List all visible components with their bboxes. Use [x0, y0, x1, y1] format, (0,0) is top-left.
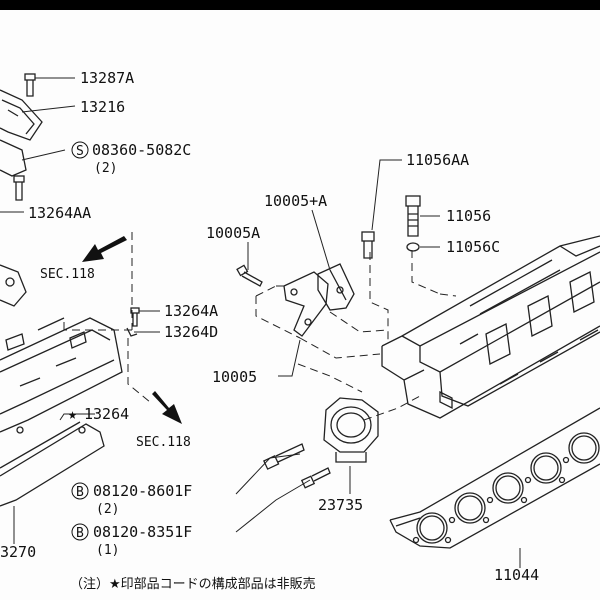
bolt-B-symbol-2	[71, 523, 89, 541]
label-sec118-lower: SEC.118	[136, 435, 191, 450]
bolt-11056AA-drawing	[361, 231, 375, 259]
cylinder-head-drawing	[381, 235, 600, 419]
footnote: （注）★印部品コードの構成部品は非販売	[70, 576, 316, 592]
head-gasket-11044-drawing	[389, 407, 600, 549]
label-13216: 13216	[80, 98, 125, 116]
label-13264AA: 13264AA	[28, 204, 91, 222]
screw-S-letter: S	[76, 144, 84, 159]
cover-gasket-drawing	[0, 421, 105, 507]
label-08360-5082C: 08360-5082C	[92, 141, 191, 159]
star-symbol: ★	[68, 405, 77, 423]
bolt-B-letter-2: B	[76, 526, 84, 541]
label-11056C: 11056C	[446, 238, 500, 256]
label-08120-8601F: 08120-8601F	[93, 482, 192, 500]
label-23735: 23735	[318, 496, 363, 514]
leader-lines-right	[247, 159, 521, 568]
bolt-08120-8601F-drawing	[263, 443, 305, 470]
bracket-13216-drawing	[0, 89, 43, 177]
screw-S-symbol	[71, 141, 89, 159]
rocker-cover-drawing	[0, 317, 123, 433]
label-10005-plus-A: 10005+A	[264, 192, 327, 210]
bolt-08360-drawing	[13, 175, 25, 201]
label-08120-8351F: 08120-8351F	[93, 523, 192, 541]
label-13264A: 13264A	[164, 302, 218, 320]
top-border-bar	[0, 0, 600, 10]
qty-08120-8351F: (1)	[96, 543, 119, 558]
label-10005A: 10005A	[206, 224, 260, 242]
bolt-B-letter-1: B	[76, 485, 84, 500]
label-13287A: 13287A	[80, 69, 134, 87]
label-sec118-upper: SEC.118	[40, 267, 95, 282]
dashed-guide-left	[63, 232, 133, 331]
label-10005: 10005	[212, 368, 257, 386]
sec118-arrow-upper	[82, 236, 127, 262]
label-11056AA: 11056AA	[406, 151, 469, 169]
label-3270: 3270	[0, 543, 36, 561]
bolt-11056-drawing	[405, 195, 421, 237]
label-13264D: 13264D	[164, 323, 218, 341]
bolt-B-symbol-1	[71, 482, 89, 500]
bolt-08120-8351F-drawing	[300, 467, 331, 489]
qty-08360-5082C: (2)	[94, 161, 117, 176]
label-11044: 11044	[494, 566, 539, 584]
label-13264: 13264	[84, 405, 129, 423]
bolt-10005A-drawing	[236, 264, 263, 287]
bolt-13287A-drawing	[24, 73, 36, 97]
dashed-guide-left-2	[127, 338, 151, 403]
qty-08120-8601F: (2)	[96, 502, 119, 517]
dashed-guide-seal	[297, 363, 421, 421]
label-11056: 11056	[446, 207, 491, 225]
dashed-guide-bracket	[255, 252, 389, 342]
bracket-10005-drawing	[283, 263, 355, 337]
dashed-guide-head	[299, 250, 457, 359]
washer-11056C-drawing	[406, 242, 420, 252]
seal-23735-drawing	[323, 397, 379, 463]
cover-part-bracket-drawing	[0, 264, 27, 307]
sec118-arrow-lower	[152, 391, 182, 424]
